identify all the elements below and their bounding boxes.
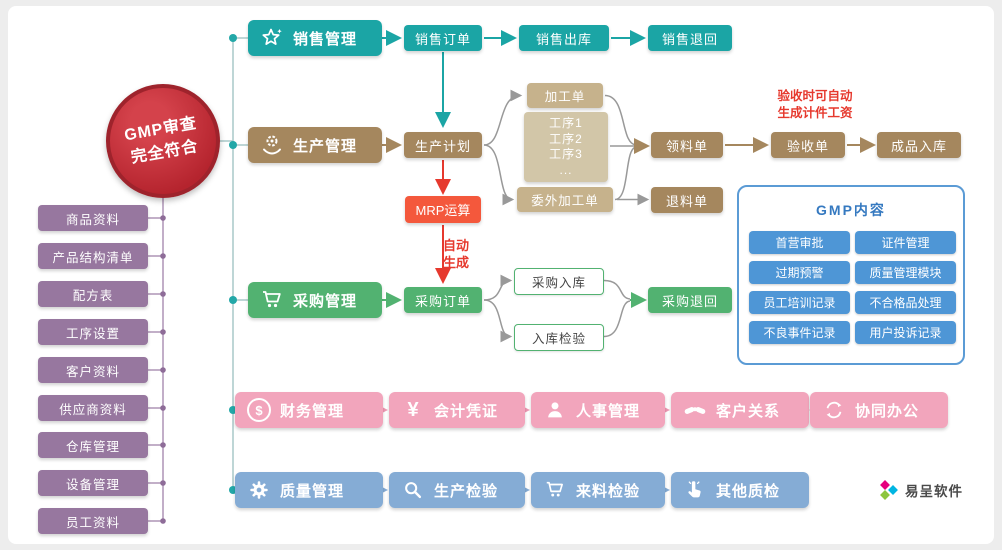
node-collaborative-office: 协同办公 <box>810 392 948 428</box>
node-purchase-order: 采购订单 <box>404 287 482 313</box>
gmp-item-complaints: 用户投诉记录 <box>855 321 956 344</box>
node-accounting-voucher: ¥ 会计凭证 <box>389 392 525 428</box>
left-spine-dots <box>160 215 166 524</box>
module-purchase: 采购管理 <box>248 282 382 318</box>
node-inbound-inspection: 入库检验 <box>514 324 604 351</box>
gmp-item-adverse-events: 不良事件记录 <box>749 321 850 344</box>
production-arrows <box>372 89 876 284</box>
acceptance-note: 验收时可自动 生成计件工资 <box>755 88 875 122</box>
incoming-inspection-label: 来料检验 <box>576 482 641 500</box>
left-item-employee: 员工资料 <box>38 508 148 534</box>
module-quality: 质量管理 <box>235 472 383 508</box>
accounting-voucher-label: 会计凭证 <box>434 402 499 420</box>
cart-icon <box>543 478 567 502</box>
acceptance-note-line1: 验收时可自动 <box>777 89 853 103</box>
vendor-logo: 易呈软件 <box>876 478 963 502</box>
gmp-content-panel: GMP内容 首营审批 证件管理 过期预警 质量管理模块 员工培训记录 不合格品处… <box>737 185 965 365</box>
gmp-item-quality-module: 质量管理模块 <box>855 261 956 284</box>
node-sales-outbound: 销售出库 <box>519 25 609 51</box>
node-mrp: MRP运算 <box>405 196 481 223</box>
module-production-label: 生产管理 <box>293 137 358 155</box>
module-sales-label: 销售管理 <box>293 30 358 48</box>
gmp-badge: GMP审查 完全符合 <box>106 84 220 198</box>
star-icon <box>260 26 284 50</box>
gmp-badge-text: GMP审查 完全符合 <box>123 112 203 170</box>
logo-mark-icon <box>880 480 898 500</box>
node-acceptance: 验收单 <box>771 132 845 158</box>
node-process-order: 加工单 <box>527 83 603 108</box>
node-finished-inbound: 成品入库 <box>877 132 961 158</box>
node-production-plan: 生产计划 <box>404 132 482 158</box>
node-sales-return: 销售退回 <box>648 25 732 51</box>
left-item-formula: 配方表 <box>38 281 148 307</box>
left-item-goods: 商品资料 <box>38 205 148 231</box>
yen-glyph: ¥ <box>407 398 419 421</box>
sync-icon <box>822 398 846 422</box>
yen-icon: ¥ <box>401 398 425 422</box>
customer-relations-label: 客户关系 <box>716 402 781 420</box>
left-spine <box>148 196 164 522</box>
node-material-requisition: 领料单 <box>651 132 723 158</box>
node-hr-management: 人事管理 <box>531 392 665 428</box>
left-item-supplier: 供应商资料 <box>38 395 148 421</box>
node-outsource-order: 委外加工单 <box>517 187 613 212</box>
node-purchase-inbound: 采购入库 <box>514 268 604 295</box>
node-process-steps: 工序1 工序2 工序3 ... <box>524 112 608 182</box>
node-sales-order: 销售订单 <box>404 25 482 51</box>
pointer-hand-icon <box>683 478 707 502</box>
gear-icon <box>247 478 271 502</box>
module-production: 生产管理 <box>248 127 382 163</box>
module-sales: 销售管理 <box>248 20 382 56</box>
gmp-item-training-records: 员工培训记录 <box>749 291 850 314</box>
gmp-panel-title: GMP内容 <box>816 202 886 218</box>
module-purchase-label: 采购管理 <box>293 292 358 310</box>
left-item-customer: 客户资料 <box>38 357 148 383</box>
gmp-item-certificates: 证件管理 <box>855 231 956 254</box>
process-step: 工序1 <box>549 116 583 130</box>
node-customer-relations: 客户关系 <box>671 392 809 428</box>
left-item-warehouse: 仓库管理 <box>38 432 148 458</box>
other-qc-label: 其他质检 <box>716 482 781 500</box>
node-other-qc: 其他质检 <box>671 472 809 508</box>
node-purchase-return: 采购退回 <box>648 287 732 313</box>
left-item-bom: 产品结构清单 <box>38 243 148 269</box>
process-step: 工序3 <box>549 147 583 161</box>
vendor-logo-text: 易呈软件 <box>905 484 963 499</box>
production-inspection-label: 生产检验 <box>434 482 499 500</box>
hr-management-label: 人事管理 <box>576 402 641 420</box>
person-icon <box>543 398 567 422</box>
module-finance: $ 财务管理 <box>235 392 383 428</box>
node-material-return: 退料单 <box>651 187 723 213</box>
process-step-ellipsis: ... <box>559 162 573 177</box>
hand-gear-icon <box>260 133 284 157</box>
cart-icon <box>260 288 284 312</box>
gmp-item-first-approval: 首营审批 <box>749 231 850 254</box>
magnifier-icon <box>401 478 425 502</box>
dollar-icon: $ <box>247 398 271 422</box>
left-item-process: 工序设置 <box>38 319 148 345</box>
gmp-item-expiry-warning: 过期预警 <box>749 261 850 284</box>
module-quality-label: 质量管理 <box>280 482 345 500</box>
sales-arrows <box>372 30 646 128</box>
collaborative-office-label: 协同办公 <box>855 402 920 420</box>
handshake-icon <box>683 398 707 422</box>
auto-generate-line1: 自动 <box>442 238 469 253</box>
node-production-inspection: 生产检验 <box>389 472 525 508</box>
module-finance-label: 财务管理 <box>280 402 345 420</box>
gmp-item-nonconforming: 不合格品处理 <box>855 291 956 314</box>
auto-generate-line2: 生成 <box>442 255 469 270</box>
node-incoming-inspection: 来料检验 <box>531 472 665 508</box>
dollar-glyph: $ <box>247 398 271 422</box>
acceptance-note-line2: 生成计件工资 <box>777 106 853 120</box>
left-item-equipment: 设备管理 <box>38 470 148 496</box>
auto-generate-note: 自动 生成 <box>432 237 480 271</box>
process-step: 工序2 <box>549 131 583 146</box>
